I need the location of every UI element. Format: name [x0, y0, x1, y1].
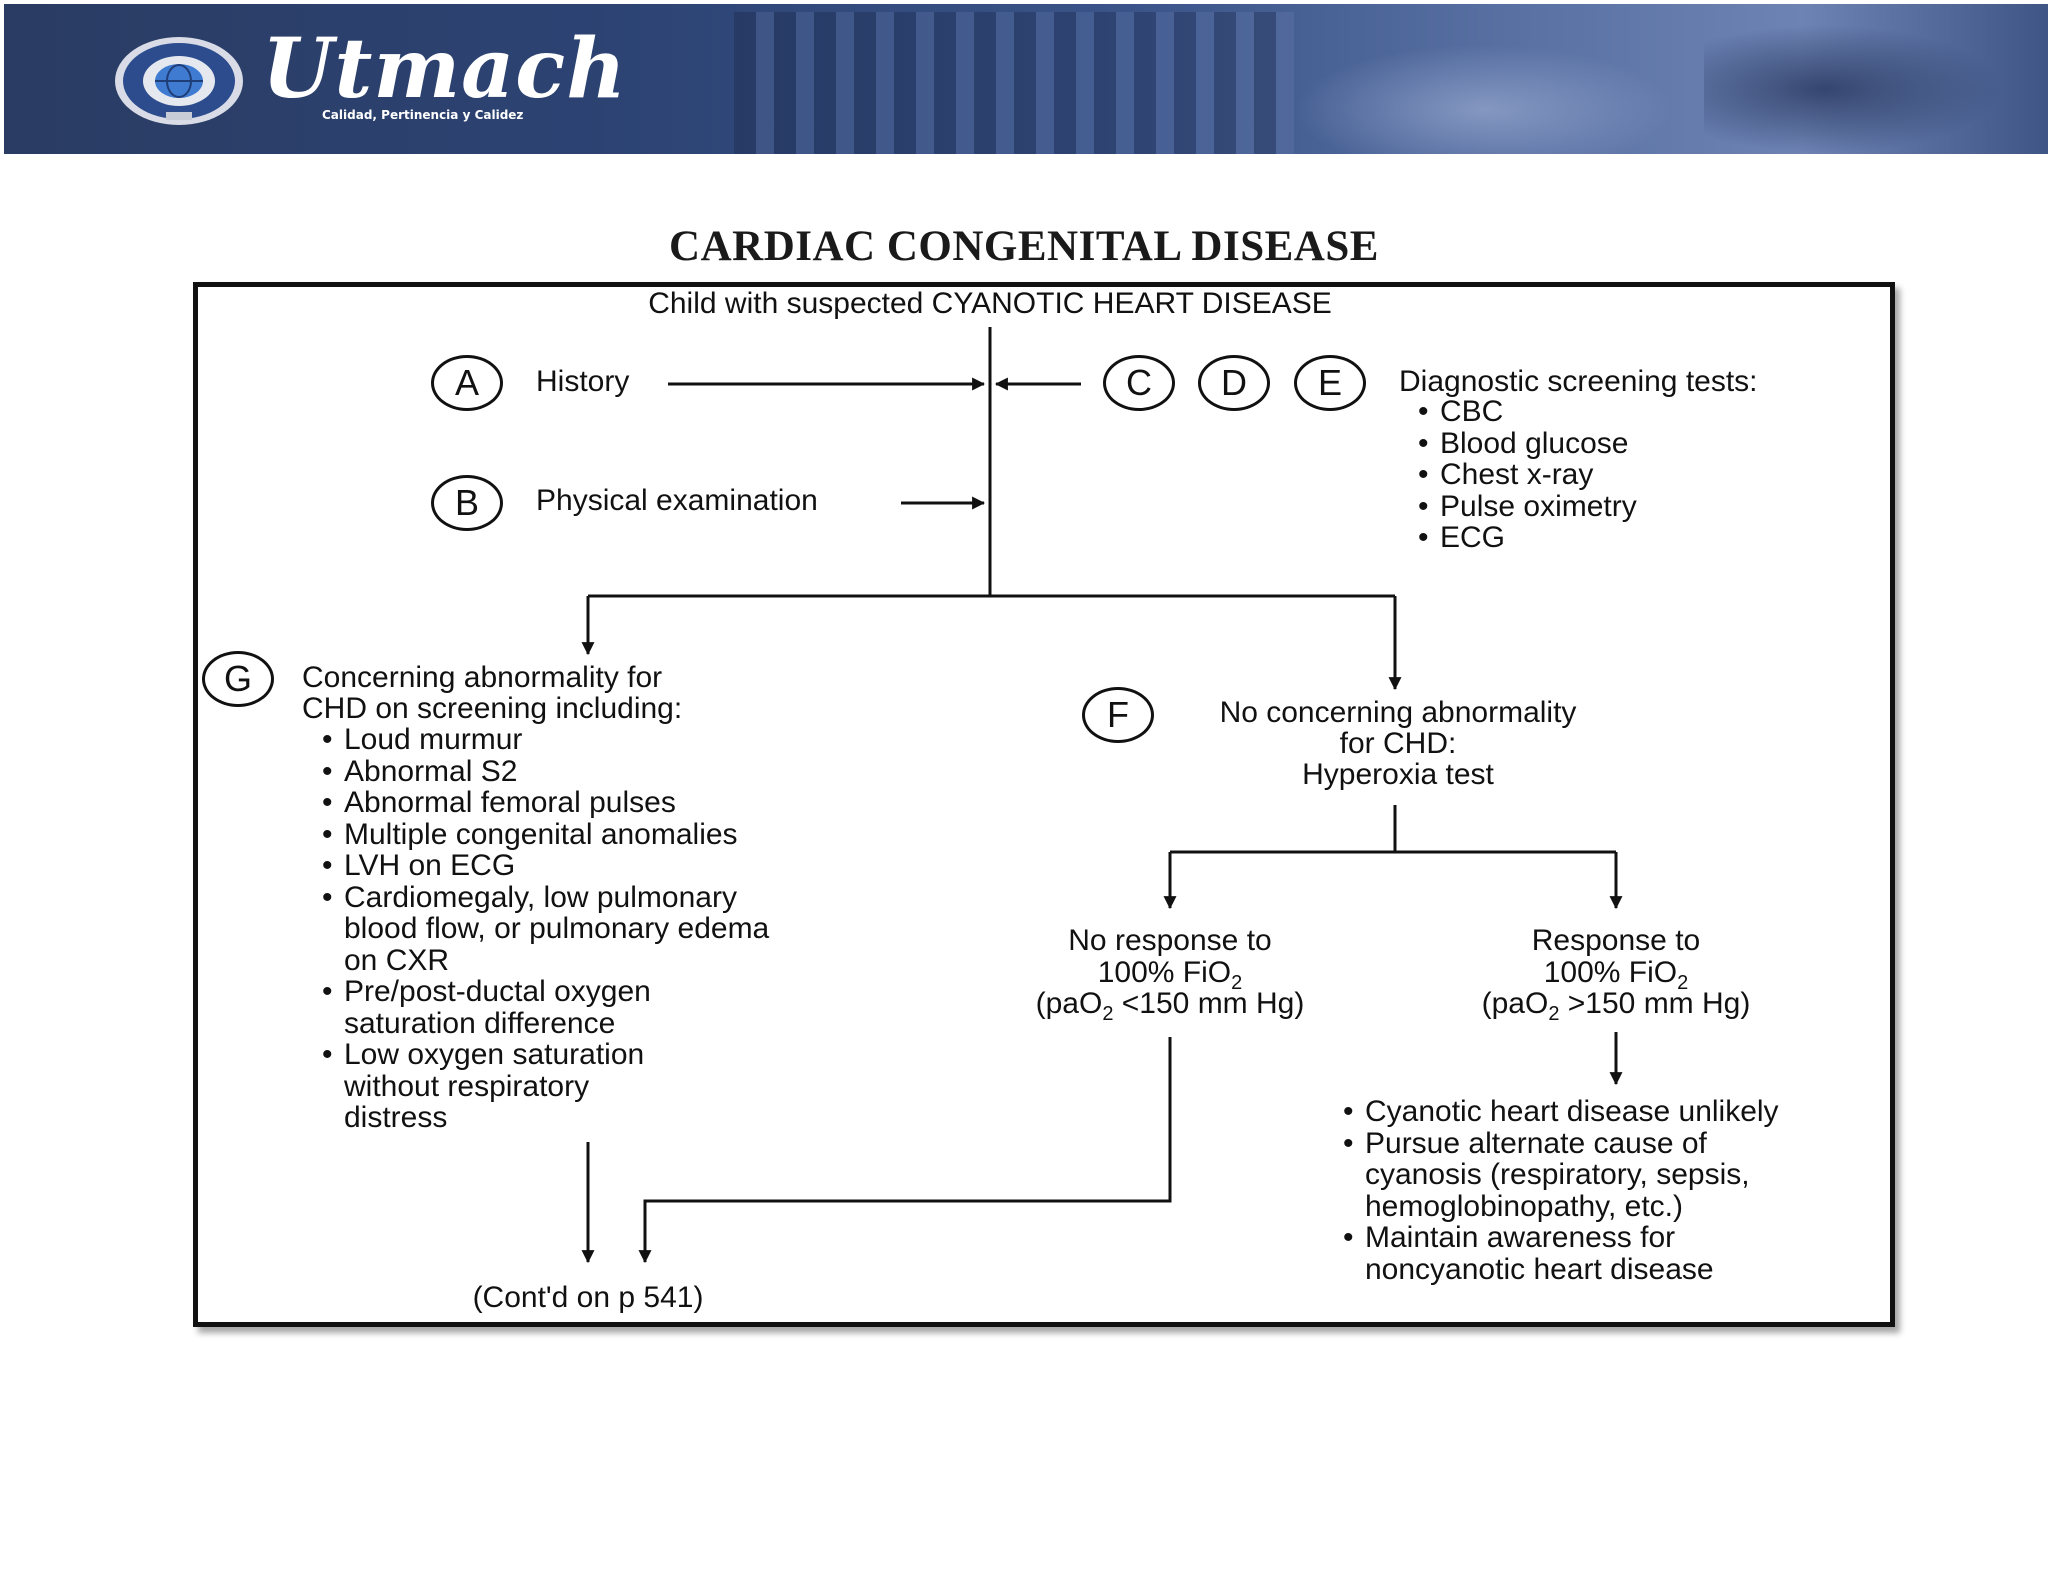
g-finding-item: Multiple congenital anomalies: [322, 818, 769, 851]
flowchart-frame: Child with suspected CYANOTIC HEART DISE…: [193, 282, 1895, 1327]
step-b-marker: B: [431, 475, 503, 531]
brand-logo: Utmach: [262, 21, 627, 117]
no-response-to-continued-arrow: [638, 1037, 1172, 1264]
brand-tagline: Calidad, Pertinencia y Calidez: [322, 108, 524, 122]
statue-shadow-image: [1704, 24, 2004, 154]
f-line1: No concerning abnormality: [1219, 696, 1577, 729]
history-label: History: [536, 365, 630, 398]
outcome-item: Cyanotic heart disease unlikely: [1343, 1096, 1779, 1128]
f-line2: for CHD:: [1339, 727, 1457, 760]
screening-tests-list: CBC Blood glucose Chest x-ray Pulse oxim…: [1418, 396, 1637, 554]
outcome-list: Cyanotic heart disease unlikely Pursue a…: [1343, 1096, 1779, 1285]
step-e-marker: E: [1294, 355, 1366, 411]
step-c-marker: C: [1103, 355, 1175, 411]
step-g-marker: G: [202, 651, 274, 707]
continued-note: (Cont'd on p 541): [472, 1281, 704, 1314]
g-finding-item: Abnormal S2: [322, 755, 769, 788]
slide-title: CARDIAC CONGENITAL DISEASE: [669, 223, 1379, 270]
campus-building-image: [734, 12, 1294, 154]
no-response-node: No response to 100% FiO2 (paO2 <150 mm H…: [1035, 924, 1305, 1025]
step-d-marker: D: [1198, 355, 1270, 411]
start-node: Child with suspected CYANOTIC HEART DISE…: [648, 287, 1332, 320]
g-finding-item: Abnormal femoral pulses: [322, 787, 769, 819]
f-line3: Hyperoxia test: [1302, 758, 1494, 791]
response-node: Response to 100% FiO2 (paO2 >150 mm Hg): [1481, 924, 1751, 1025]
physical-exam-label: Physical examination: [536, 484, 818, 517]
step-f-marker: F: [1082, 687, 1154, 743]
g-finding-item: LVH on ECG: [322, 850, 769, 882]
header-banner: Utmach Calidad, Pertinencia y Calidez: [4, 4, 2048, 154]
screening-test-item: Chest x-ray: [1418, 459, 1637, 491]
g-finding-item: Loud murmur: [322, 724, 769, 756]
screening-tests-heading: Diagnostic screening tests:: [1399, 365, 1758, 398]
university-seal-icon: [115, 37, 243, 125]
screening-test-item: ECG: [1418, 522, 1637, 554]
screening-test-item: CBC: [1418, 396, 1637, 428]
flowchart-connectors: [581, 327, 1623, 1264]
g-findings-list: Loud murmur Abnormal S2 Abnormal femoral…: [322, 724, 769, 1134]
screening-test-item: Blood glucose: [1418, 427, 1637, 460]
screening-test-item: Pulse oximetry: [1418, 490, 1637, 523]
statue-image: [1294, 44, 1674, 154]
step-a-marker: A: [431, 355, 503, 411]
g-heading-line2: CHD on screening including:: [302, 692, 683, 725]
g-heading-line1: Concerning abnormality for: [302, 661, 663, 694]
